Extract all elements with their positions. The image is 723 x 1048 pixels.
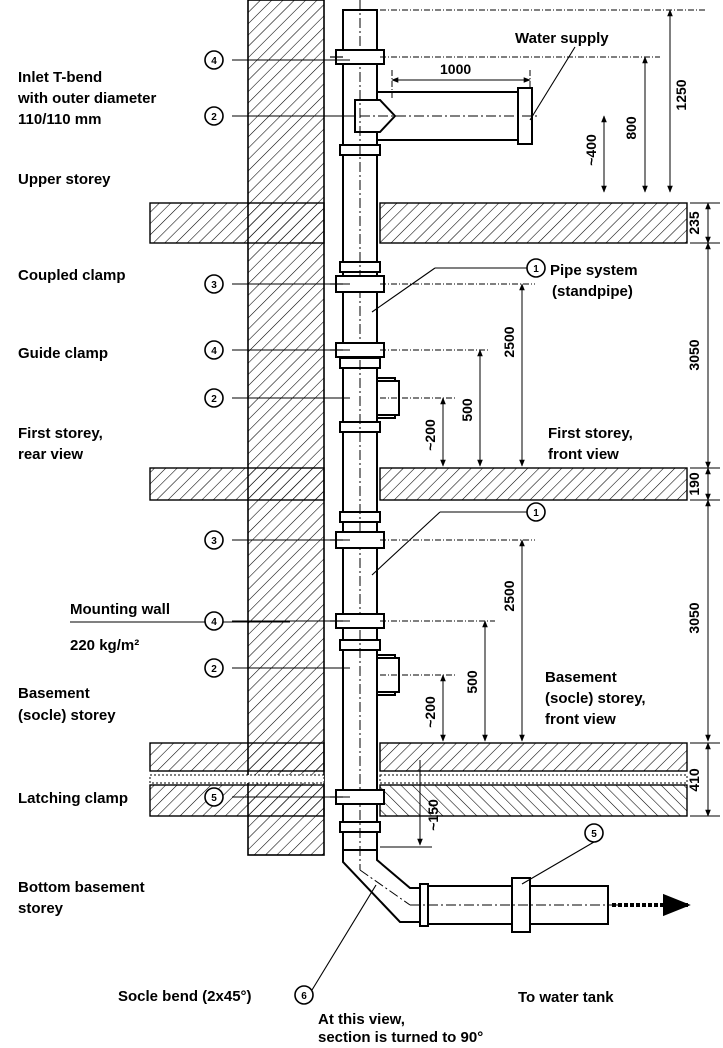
dim-410: 410 xyxy=(686,768,702,792)
svg-text:4: 4 xyxy=(211,617,217,628)
svg-text:3: 3 xyxy=(211,536,217,547)
leader-lines xyxy=(70,46,595,991)
svg-text:5: 5 xyxy=(211,793,217,804)
callout-1-b: 1 xyxy=(526,502,546,522)
svg-text:6: 6 xyxy=(301,991,307,1002)
label-water-supply: Water supply xyxy=(515,30,609,47)
dim-800: 800 xyxy=(623,116,639,140)
label-basement-front-line1: Basement xyxy=(545,669,617,686)
label-basement-front-line2: (socle) storey, xyxy=(545,690,646,707)
label-mounting-wall: Mounting wall xyxy=(70,601,170,618)
dim-2500-lower: 2500 xyxy=(501,580,517,611)
label-bottom-line2: storey xyxy=(18,900,64,917)
callout-2-b: 2 xyxy=(204,388,224,408)
svg-text:4: 4 xyxy=(211,56,217,67)
dim-500-lower: 500 xyxy=(464,670,480,694)
dim-150: ~150 xyxy=(425,799,441,831)
label-basement-rear-line1: Basement xyxy=(18,685,90,702)
label-basement-front-line3: front view xyxy=(545,711,616,728)
label-socle-bend: Socle bend (2x45°) xyxy=(118,988,252,1005)
label-latching-clamp: Latching clamp xyxy=(18,790,128,807)
callout-2-c: 2 xyxy=(204,658,224,678)
dim-500-upper: 500 xyxy=(459,398,475,422)
clamp-4-top xyxy=(330,49,385,65)
label-bottom-line1: Bottom basement xyxy=(18,879,145,896)
label-first-front-line2: front view xyxy=(548,446,619,463)
label-basement-rear-line2: (socle) storey xyxy=(18,707,116,724)
label-coupled-clamp: Coupled clamp xyxy=(18,267,126,284)
callout-3-a: 3 xyxy=(204,274,224,294)
slab-basement xyxy=(149,742,688,817)
dim-190: 190 xyxy=(686,472,702,496)
dim-400: ~400 xyxy=(583,134,599,166)
dim-3050-lower: 3050 xyxy=(686,602,702,633)
dim-1000: 1000 xyxy=(440,61,471,77)
standpipe xyxy=(339,0,620,933)
label-first-rear-line1: First storey, xyxy=(18,425,103,442)
slab-upper xyxy=(149,202,688,244)
svg-text:4: 4 xyxy=(211,346,217,357)
svg-text:1: 1 xyxy=(533,508,539,519)
svg-text:2: 2 xyxy=(211,112,217,123)
mounting-wall xyxy=(247,0,325,856)
dimension-lines xyxy=(380,9,720,848)
callout-3-b: 3 xyxy=(204,530,224,550)
svg-text:2: 2 xyxy=(211,664,217,675)
label-inlet-line2: with outer diameter xyxy=(17,90,157,107)
label-first-rear-line2: rear view xyxy=(18,446,83,463)
label-inlet-line3: 110/110 mm xyxy=(18,111,101,128)
label-to-water-tank: To water tank xyxy=(518,989,614,1006)
label-view-line1: At this view, xyxy=(318,1011,405,1028)
label-upper-storey: Upper storey xyxy=(18,171,111,188)
callout-2-a: 2 xyxy=(204,106,224,126)
svg-text:1: 1 xyxy=(533,264,539,275)
callout-4-a: 4 xyxy=(204,50,224,70)
slab-first xyxy=(149,467,688,501)
dim-200-upper: ~200 xyxy=(422,419,438,451)
label-guide-clamp: Guide clamp xyxy=(18,345,108,362)
label-pipe-system-line2: (standpipe) xyxy=(552,283,633,300)
dim-235: 235 xyxy=(686,211,702,235)
callout-6: 6 xyxy=(294,985,314,1005)
callout-4-b: 4 xyxy=(204,340,224,360)
callout-4-c: 4 xyxy=(204,611,224,631)
dim-3050-upper: 3050 xyxy=(686,339,702,370)
label-first-front-line1: First storey, xyxy=(548,425,633,442)
callout-5-a: 5 xyxy=(204,787,224,807)
label-wall-mass: 220 kg/m² xyxy=(70,637,139,654)
svg-text:2: 2 xyxy=(211,394,217,405)
label-inlet-line1: Inlet T-bend xyxy=(18,69,102,86)
callout-1-a: 1 xyxy=(526,258,546,278)
svg-text:3: 3 xyxy=(211,280,217,291)
label-view-line2: section is turned to 90° xyxy=(318,1029,483,1046)
label-pipe-system-line1: Pipe system xyxy=(550,262,638,279)
dim-2500-upper: 2500 xyxy=(501,326,517,357)
callout-5-b: 5 xyxy=(584,823,604,843)
dim-1250: 1250 xyxy=(673,79,689,110)
dim-200-lower: ~200 xyxy=(422,696,438,728)
svg-text:5: 5 xyxy=(591,829,597,840)
